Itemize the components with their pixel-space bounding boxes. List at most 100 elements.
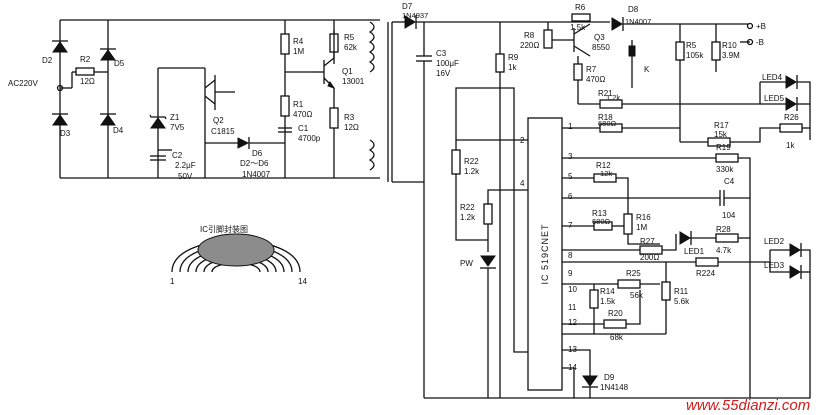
- ac-input-label: AC220V: [8, 79, 38, 88]
- svg-text:12Ω: 12Ω: [80, 77, 95, 86]
- svg-text:1N4007: 1N4007: [625, 17, 651, 26]
- svg-text:R5: R5: [686, 41, 697, 50]
- output-pos-label: +B: [756, 22, 766, 31]
- svg-text:15k: 15k: [714, 130, 728, 139]
- svg-text:D7: D7: [402, 2, 413, 11]
- svg-text:R11: R11: [674, 287, 689, 296]
- svg-text:8: 8: [568, 251, 573, 260]
- resistor-r7: R7 470Ω: [573, 56, 605, 104]
- output-terminals: +B -B: [740, 22, 766, 47]
- svg-text:4.7k: 4.7k: [716, 246, 732, 255]
- svg-text:4700p: 4700p: [298, 134, 321, 143]
- svg-text:470Ω: 470Ω: [293, 110, 312, 119]
- svg-text:R26: R26: [784, 113, 799, 122]
- svg-text:LED4: LED4: [762, 73, 783, 82]
- diode-d2: D2: [42, 40, 68, 65]
- svg-text:200Ω: 200Ω: [640, 253, 659, 262]
- svg-text:R3: R3: [344, 113, 355, 122]
- ic-pinout-figure: IC引脚封装图 1 14: [170, 224, 307, 286]
- svg-text:Q3: Q3: [594, 33, 605, 42]
- svg-text:R16: R16: [636, 213, 651, 222]
- svg-text:K: K: [644, 65, 650, 74]
- svg-text:R10: R10: [722, 41, 737, 50]
- resistor-r19: R19 330k: [715, 143, 739, 174]
- svg-text:62k: 62k: [344, 43, 358, 52]
- resistor-r20: R20 68k: [603, 309, 627, 342]
- resistor-r3: R3 12Ω: [329, 88, 359, 178]
- svg-text:1k: 1k: [508, 63, 517, 72]
- svg-text:R22: R22: [464, 157, 479, 166]
- svg-text:11: 11: [568, 303, 577, 312]
- svg-text:1.2k: 1.2k: [460, 213, 476, 222]
- svg-text:680Ω: 680Ω: [598, 119, 617, 128]
- svg-text:Z1: Z1: [170, 113, 180, 122]
- svg-text:R1: R1: [293, 100, 304, 109]
- svg-text:470Ω: 470Ω: [586, 75, 605, 84]
- resistor-r9: R9 1k: [495, 22, 519, 398]
- svg-text:Q2: Q2: [213, 116, 224, 125]
- svg-text:R4: R4: [293, 37, 304, 46]
- svg-text:R27: R27: [640, 237, 655, 246]
- svg-text:68k: 68k: [610, 333, 624, 342]
- svg-text:680Ω: 680Ω: [592, 217, 611, 226]
- svg-text:Q1: Q1: [342, 67, 353, 76]
- resistor-r5-105k: R5 105k: [675, 24, 704, 142]
- svg-text:5: 5: [568, 172, 573, 181]
- watermark: www.55dianzi.com: [686, 397, 810, 414]
- svg-text:R14: R14: [600, 287, 615, 296]
- svg-text:R13: R13: [592, 209, 607, 218]
- diode-d9: D9 1N4148: [562, 349, 629, 398]
- svg-text:R7: R7: [586, 65, 597, 74]
- svg-text:C2: C2: [172, 151, 183, 160]
- svg-text:13001: 13001: [342, 77, 365, 86]
- diode-d8: D8 1N4007: [611, 5, 651, 31]
- capacitor-c4: C4 104: [562, 177, 750, 220]
- svg-text:LED5: LED5: [764, 94, 785, 103]
- resistor-r12: R12 12k: [593, 161, 617, 183]
- svg-text:56k: 56k: [630, 291, 644, 300]
- svg-text:105k: 105k: [686, 51, 704, 60]
- svg-text:D9: D9: [604, 373, 615, 382]
- svg-text:C1: C1: [298, 124, 309, 133]
- svg-text:R9: R9: [508, 53, 519, 62]
- resistor-r1: R1 470Ω: [280, 95, 312, 119]
- resistor-r11: R11 5.6k: [661, 262, 690, 334]
- svg-text:R6: R6: [575, 3, 586, 12]
- diode-d6: D6 D2～D6 1N4007: [205, 137, 285, 179]
- svg-text:220Ω: 220Ω: [520, 41, 539, 50]
- svg-text:R21: R21: [598, 89, 613, 98]
- svg-text:1: 1: [568, 122, 573, 131]
- svg-text:D3: D3: [60, 129, 71, 138]
- capacitor-c1: C1 4700p: [278, 124, 321, 143]
- svg-text:12Ω: 12Ω: [344, 123, 359, 132]
- resistor-r14: R14 1.5k: [589, 284, 616, 334]
- resistor-r6: R6 1.5k: [570, 3, 591, 32]
- svg-text:R19: R19: [716, 143, 731, 152]
- svg-text:R5: R5: [344, 33, 355, 42]
- resistor-r8: R8 220Ω: [520, 22, 553, 50]
- resistor-r27: R27 200Ω: [639, 237, 663, 262]
- svg-text:1M: 1M: [293, 47, 304, 56]
- svg-text:100μF: 100μF: [436, 59, 459, 68]
- svg-text:7V5: 7V5: [170, 123, 185, 132]
- diode-d5: D5: [100, 48, 125, 68]
- ic-519cnet: IC 519CNET: [527, 117, 563, 391]
- svg-text:1N4937: 1N4937: [402, 11, 428, 20]
- svg-text:R22: R22: [460, 203, 475, 212]
- svg-text:R17: R17: [714, 121, 729, 130]
- diode-d3: D3: [52, 113, 71, 138]
- diode-d4: D4: [100, 113, 124, 135]
- switch-k: K: [628, 40, 650, 88]
- output-neg-label: -B: [756, 38, 764, 47]
- svg-text:C4: C4: [724, 177, 735, 186]
- svg-text:50V: 50V: [178, 172, 193, 181]
- led-led4: LED4: [762, 73, 798, 89]
- svg-text:8550: 8550: [592, 43, 610, 52]
- svg-text:D8: D8: [628, 5, 639, 14]
- ac-input: AC220V: [8, 79, 72, 92]
- svg-text:12: 12: [568, 318, 577, 327]
- svg-text:D2～D6: D2～D6: [240, 159, 269, 168]
- svg-text:LED1: LED1: [684, 247, 705, 256]
- pinout-title: IC引脚封装图: [200, 224, 248, 234]
